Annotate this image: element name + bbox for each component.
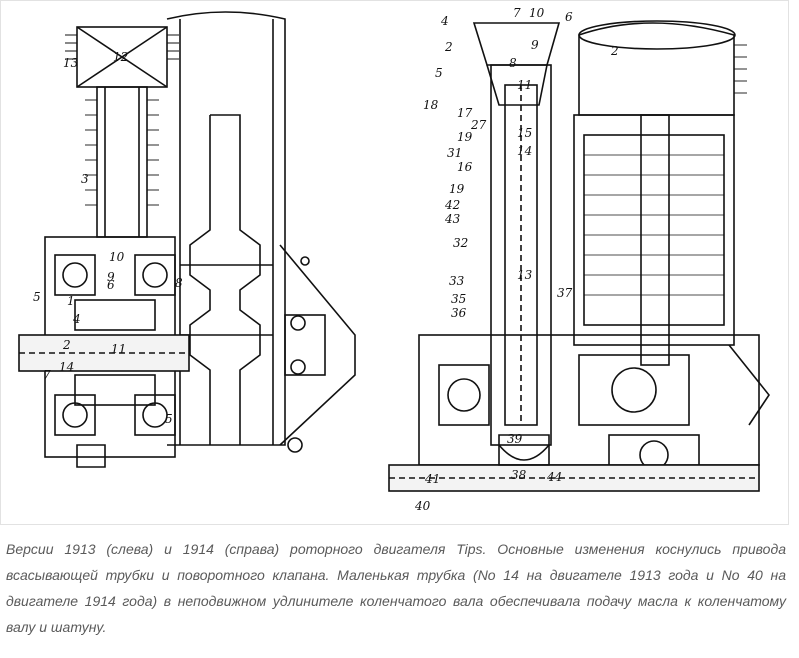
callout-32: 32 <box>453 236 468 250</box>
callout-2b: 2 <box>610 44 619 58</box>
callout-14: 14 <box>517 144 532 158</box>
callout-15: 15 <box>517 126 532 140</box>
figure-caption: Версии 1913 (слева) и 1914 (справа) рото… <box>6 541 786 635</box>
callout-42: 42 <box>444 198 460 212</box>
callout-16: 16 <box>457 160 473 174</box>
engine-1913-drawing: 13 12 3 10 9 6 8 5 1 2 4 11 14 7 5 <box>18 11 356 468</box>
callout-4: 4 <box>72 312 81 326</box>
callout-7: 7 <box>43 368 51 382</box>
callout-35: 35 <box>451 292 466 306</box>
callout-9: 9 <box>531 38 539 52</box>
callout-8: 8 <box>509 56 517 70</box>
callout-2: 2 <box>444 40 453 54</box>
callout-27: 27 <box>470 118 487 132</box>
callout-18: 18 <box>423 98 439 112</box>
callout-9: 9 <box>107 270 115 284</box>
callout-5: 5 <box>435 66 443 80</box>
callout-39: 39 <box>507 432 523 446</box>
callout-7: 7 <box>513 6 521 20</box>
callout-11: 11 <box>517 78 532 92</box>
left-drawing-labels: 13 12 3 10 9 6 8 5 1 2 4 11 14 7 5 <box>33 50 183 426</box>
callout-12: 12 <box>113 50 128 64</box>
callout-38: 38 <box>511 468 527 482</box>
figure-frame: 13 12 3 10 9 6 8 5 1 2 4 11 14 7 5 <box>0 0 789 525</box>
right-drawing-labels: 4 7 10 6 2 9 2 8 5 18 11 17 27 15 19 31 … <box>414 6 619 513</box>
engine-1914-drawing: 4 7 10 6 2 9 2 8 5 18 11 17 27 15 19 31 … <box>388 6 770 513</box>
callout-43: 43 <box>444 212 461 226</box>
callout-8: 8 <box>175 276 183 290</box>
callout-14: 14 <box>59 360 74 374</box>
callout-3: 3 <box>81 172 89 186</box>
callout-36: 36 <box>451 306 467 320</box>
callout-5: 5 <box>33 290 41 304</box>
callout-2: 2 <box>62 338 71 352</box>
callout-33: 33 <box>449 274 465 288</box>
callout-13: 13 <box>517 268 533 282</box>
callout-44: 44 <box>546 470 562 484</box>
callout-19b: 19 <box>449 182 465 196</box>
callout-41: 41 <box>424 472 440 486</box>
callout-6: 6 <box>107 278 115 292</box>
callout-1: 1 <box>67 294 75 308</box>
callout-13: 13 <box>63 56 79 70</box>
callout-31: 31 <box>447 146 462 160</box>
callout-10: 10 <box>529 6 545 20</box>
callout-5b: 5 <box>165 412 173 426</box>
callout-10: 10 <box>109 250 125 264</box>
callout-19: 19 <box>457 130 473 144</box>
callout-37: 37 <box>557 286 573 300</box>
callout-17: 17 <box>457 106 473 120</box>
callout-6: 6 <box>565 10 573 24</box>
callout-4: 4 <box>440 14 449 28</box>
callout-40: 40 <box>414 499 431 513</box>
callout-11: 11 <box>111 342 126 356</box>
